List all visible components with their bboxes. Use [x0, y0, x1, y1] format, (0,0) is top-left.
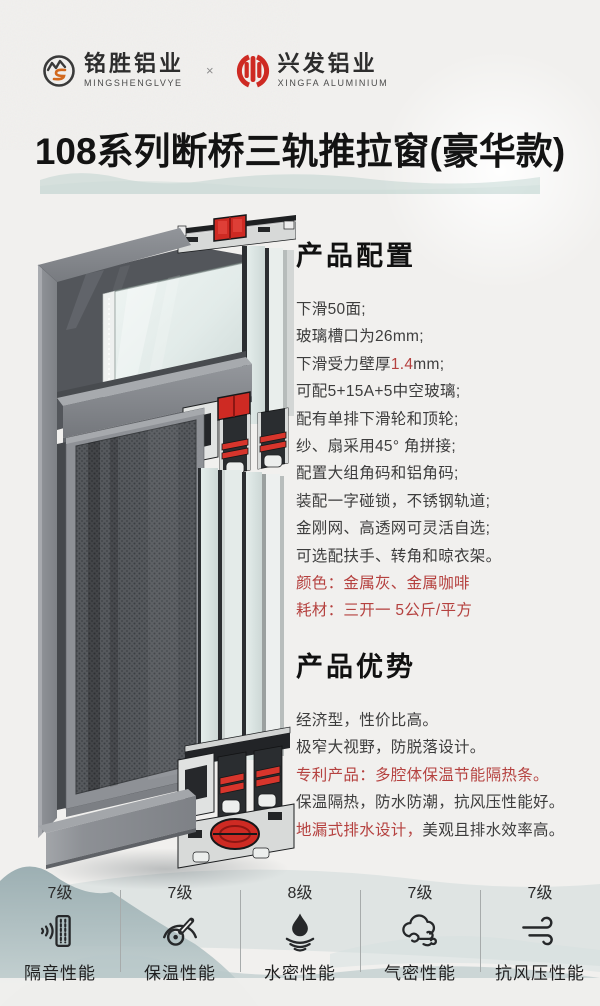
text-line: 极窄大视野，防脱落设计。 [296, 739, 486, 757]
badge-sound-insulation: 7级 隔音性能 [0, 884, 120, 984]
badge-wind-resistance: 7级 抗风压性能 [480, 884, 600, 984]
brand-subname: MINGSHENGLVYE [84, 78, 183, 88]
text-line: 配置大组角码和铝角码; [296, 465, 459, 483]
badge-water-tightness: 8级 水密性能 [240, 884, 360, 984]
text-line: 下滑50面; [296, 301, 366, 318]
text-line: 保温隔热，防水防潮，抗风压性能好。 [296, 794, 565, 812]
text-line: 装配一字碰锁，不锈钢轨道; [296, 492, 491, 510]
badge-level: 7级 [407, 885, 433, 902]
badge-label: 抗风压性能 [495, 964, 585, 983]
brand-mingsheng: 铭胜铝业 MINGSHENGLVYE [42, 52, 184, 89]
badges-row: 7级 隔音性能 7级 [0, 884, 600, 984]
text-line: 纱、扇采用45° 角拼接; [296, 438, 456, 456]
text-line: 经济型，性价比高。 [296, 712, 439, 729]
window-profile-figure [37, 214, 296, 869]
badge-divider [120, 890, 121, 972]
brand-separator: × [206, 63, 214, 78]
badge-thermal-insulation: 7级 保温性能 [120, 884, 240, 984]
page-title: 108系列断桥三轨推拉窗(豪华款) [34, 131, 566, 172]
brand-name: 铭胜铝业 [84, 51, 185, 76]
config-list: 下滑50面; 玻璃槽口为26mm; 下滑受力壁厚1.4mm; 可配5+15A+5中空玻… [296, 296, 590, 625]
badge-level: 7级 [527, 885, 553, 902]
sound-insulation-icon [38, 910, 82, 952]
badge-level: 8级 [287, 885, 313, 902]
badge-label: 水密性能 [264, 964, 336, 983]
brand-xingfa: 兴发铝业 XINGFA ALUMINIUM [236, 52, 389, 89]
config-heading: 产品配置 [296, 241, 416, 271]
text-line: 玻璃槽口为26mm; [296, 328, 424, 346]
badge-label: 气密性能 [384, 964, 456, 983]
badge-label: 保温性能 [144, 964, 216, 983]
text-line: 金刚网、高透网可灵活自选; [296, 520, 491, 538]
xingfa-logo-icon [236, 54, 269, 87]
brand-subname: XINGFA ALUMINIUM [277, 78, 389, 88]
air-tightness-icon [397, 910, 443, 952]
text-line: 下滑受力壁厚1.4mm; [296, 355, 445, 373]
advantage-list: 经济型，性价比高。极窄大视野，防脱落设计。专利产品：多腔体保温节能隔热条。保温隔… [296, 707, 590, 844]
mingsheng-logo-icon [43, 54, 75, 87]
product-config-section: 产品配置 下滑50面; 玻璃槽口为26mm; 下滑受力壁厚1.4mm; 可配5+15A… [296, 240, 590, 625]
thermal-insulation-icon [158, 910, 202, 952]
text-line: 颜色：金属灰、金属咖啡 [296, 575, 470, 593]
badge-divider [240, 890, 241, 972]
title-block: 108系列断桥三轨推拉窗(豪华款) [0, 128, 600, 194]
badge-divider [480, 890, 481, 972]
text-line: 可配5+15A+5中空玻璃; [296, 383, 461, 401]
text-line: 配有单排下滑轮和顶轮; [296, 410, 459, 428]
brand-name: 兴发铝业 [277, 51, 378, 76]
badge-level: 7级 [167, 885, 193, 902]
text-line: 专利产品：多腔体保温节能隔热条。 [296, 766, 549, 784]
badge-air-tightness: 7级 气密性能 [360, 884, 480, 984]
badge-divider [360, 890, 361, 972]
text-line: 地漏式排水设计，美观且排水效率高。 [296, 821, 565, 839]
advantages-heading: 产品优势 [296, 652, 416, 682]
badge-level: 7级 [47, 885, 73, 902]
brand-bar: 铭胜铝业 MINGSHENGLVYE × 兴发铝业 XINGFA ALUMINI… [42, 52, 388, 89]
badge-label: 隔音性能 [24, 964, 96, 983]
water-tightness-icon [278, 910, 322, 952]
text-line: 耗材：三开一 5公斤/平方 [296, 602, 473, 620]
text-line: 可选配扶手、转角和晾衣架。 [296, 547, 502, 565]
product-advantages-section: 产品优势 经济型，性价比高。极窄大视野，防脱落设计。专利产品：多腔体保温节能隔热… [296, 651, 590, 844]
wind-resistance-icon [517, 910, 563, 952]
